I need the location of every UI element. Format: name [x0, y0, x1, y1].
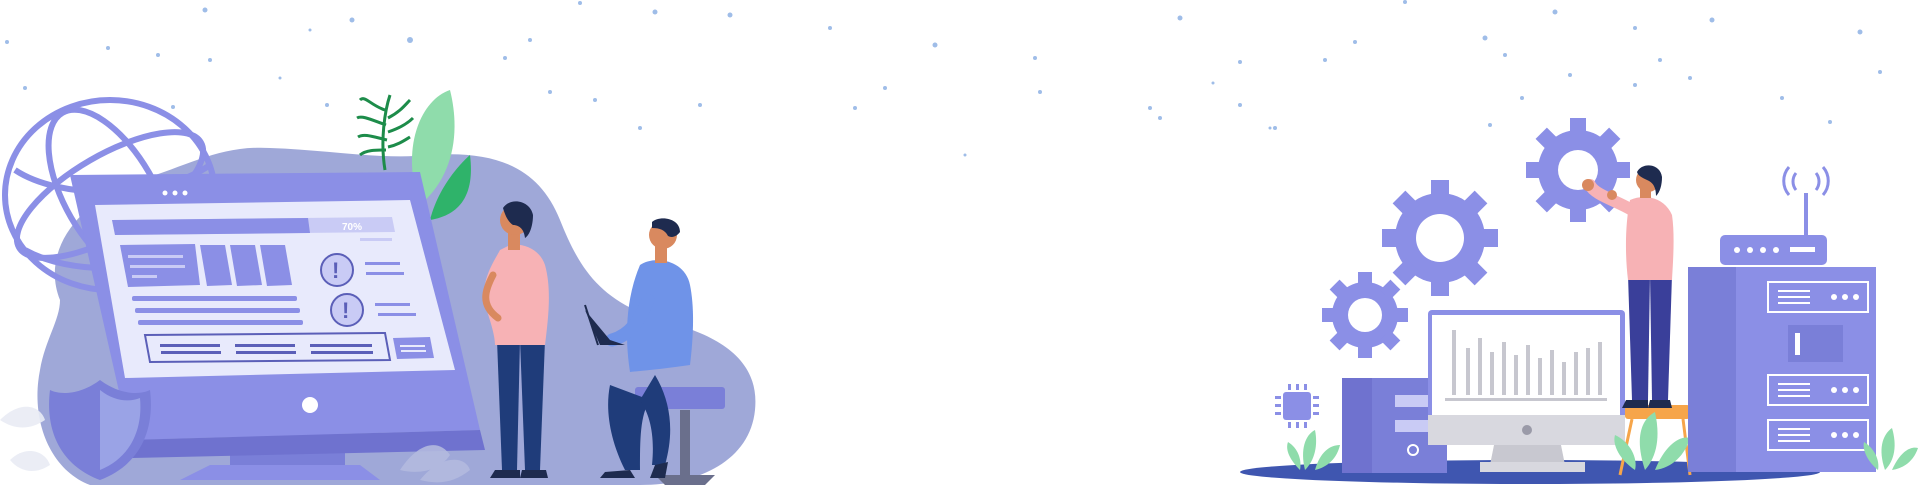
alert-icon: ! [320, 253, 354, 287]
server-unit [1767, 374, 1869, 406]
server-rack [1688, 267, 1876, 472]
person-gear-holder [1582, 165, 1674, 408]
plant-small [1287, 430, 1340, 470]
wifi-icon [1782, 166, 1830, 196]
progress-bar: 70% [112, 217, 395, 241]
svg-text:!: ! [342, 298, 349, 323]
shield-icon [49, 380, 151, 480]
server-unit [1767, 281, 1869, 313]
plant-leaves [356, 90, 471, 220]
decorative-foliage [0, 406, 470, 483]
alert-icon: ! [330, 293, 364, 327]
person-standing [482, 201, 549, 478]
plant-right [1863, 428, 1918, 470]
person-seated [584, 218, 725, 485]
svg-text:!: ! [332, 258, 339, 283]
monitor: 70% ! ! [70, 172, 485, 480]
bar-chart-icon [1445, 330, 1607, 401]
progress-label: 70% [342, 222, 362, 233]
router-icon [1720, 193, 1827, 265]
server-unit [1767, 419, 1869, 451]
server-drive-bay [1788, 325, 1843, 362]
bar-chart-monitor [1428, 310, 1625, 472]
pc-tower [1342, 378, 1447, 473]
scattered-dots [5, 0, 1882, 157]
plant-medium [1614, 412, 1690, 470]
gear-icon [1382, 180, 1498, 296]
chip-icon [1275, 384, 1319, 428]
gear-icon [1322, 272, 1408, 358]
